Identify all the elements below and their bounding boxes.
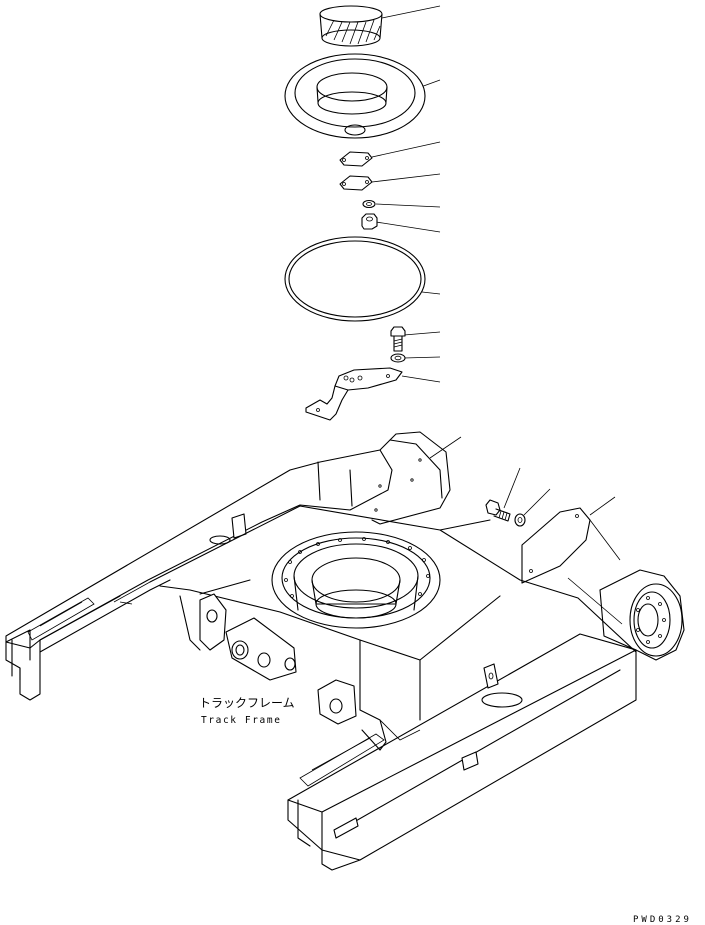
- leader-lines: [371, 5, 616, 516]
- bracket-part: [305, 367, 403, 421]
- o-ring-part: [284, 236, 426, 322]
- gasket-plates-part: [339, 151, 373, 191]
- label-japanese: トラックフレーム: [199, 696, 295, 710]
- nut-part: [361, 213, 378, 230]
- side-bolt-part: [485, 499, 511, 522]
- track-frame: [5, 431, 685, 871]
- bearing-ring-part: [319, 5, 383, 47]
- cover-plate-part: [284, 53, 426, 139]
- drawing-code: PWD0329: [633, 915, 692, 925]
- label-english: Track Frame: [201, 715, 282, 726]
- side-washer-part: [514, 513, 526, 527]
- side-cover-part: [521, 507, 623, 625]
- bolt-holes: [284, 537, 430, 598]
- bolt-part: [390, 326, 406, 352]
- lock-washer-part: [390, 353, 406, 363]
- washer-part: [362, 199, 376, 209]
